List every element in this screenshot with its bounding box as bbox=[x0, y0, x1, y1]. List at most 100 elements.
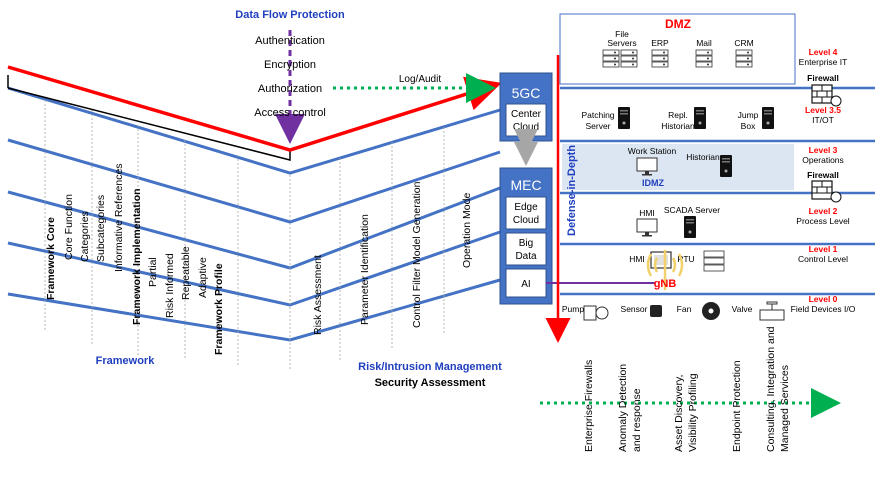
work-station-label: Work Station bbox=[628, 146, 677, 156]
security-assessment-label: Security Assessment bbox=[375, 377, 486, 389]
services: Enterprise Firewalls Anomaly Detection a… bbox=[583, 326, 791, 452]
framework-core-item: Core Function bbox=[63, 194, 75, 260]
idmz-label: IDMZ bbox=[642, 178, 664, 188]
level-id: Level 2 bbox=[809, 206, 838, 216]
service-line: Consulting, Integration and bbox=[765, 326, 777, 452]
v-line bbox=[7, 138, 501, 224]
fan-icon bbox=[702, 302, 720, 320]
level0-devices: Pump Sensor Fan Valve bbox=[562, 301, 785, 321]
level-labels: Level 4 Enterprise IT Firewall Level 3.5… bbox=[791, 47, 856, 314]
pump-label: Pump bbox=[562, 304, 584, 314]
framework-core-item: Subcategories bbox=[95, 195, 107, 262]
risk-item: Operation Mode bbox=[461, 193, 473, 268]
repl-line1: Repl. bbox=[668, 110, 688, 120]
firewall-label: Firewall bbox=[807, 170, 839, 180]
jump-line1: Jump bbox=[738, 110, 759, 120]
hmi-label: HMI bbox=[639, 208, 655, 218]
file-servers-line1: File bbox=[615, 29, 629, 39]
monitor-icon bbox=[636, 218, 658, 237]
server-icon bbox=[695, 49, 713, 68]
server-icon bbox=[620, 49, 638, 68]
jump-line2: Box bbox=[741, 121, 756, 131]
dashed-separators bbox=[44, 100, 445, 370]
black-v-line bbox=[7, 87, 291, 161]
framework-label: Framework bbox=[96, 355, 156, 367]
service-line: Asset Discovery, bbox=[673, 375, 685, 452]
level-name: Operations bbox=[802, 155, 844, 165]
framework-core-item: Informative References bbox=[113, 163, 125, 272]
framework-impl-item: Adaptive bbox=[197, 257, 209, 298]
level-id: Level 3.5 bbox=[805, 105, 841, 115]
framework-core-item: Categories bbox=[79, 211, 91, 262]
pump-icon bbox=[583, 305, 609, 321]
big-data-line1: Big bbox=[519, 238, 533, 249]
encryption-label: Encryption bbox=[264, 59, 316, 71]
framework-core-title: Framework Core bbox=[45, 217, 57, 300]
defense-in-depth-label: Defense-in-Depth bbox=[566, 145, 578, 236]
data-flow-protection-title: Data Flow Protection bbox=[235, 9, 345, 21]
service-item: Endpoint Protection bbox=[731, 360, 743, 452]
framework-impl-item: Repeatable bbox=[180, 246, 192, 300]
service-line: and response bbox=[631, 388, 643, 452]
crm-label: CRM bbox=[734, 38, 753, 48]
sensor-icon bbox=[650, 305, 662, 317]
5gc-title: 5GC bbox=[512, 85, 541, 101]
level2-devices: HMI SCADA Server bbox=[636, 205, 720, 238]
level-name: Enterprise IT bbox=[799, 57, 848, 67]
fan-label: Fan bbox=[677, 304, 692, 314]
red-flow-arrow bbox=[7, 65, 502, 152]
edge-cloud-line1: Edge bbox=[514, 202, 538, 213]
edge-cloud-line2: Cloud bbox=[513, 215, 539, 226]
service-line: Visibility Profiling bbox=[687, 373, 699, 452]
level-id: Level 0 bbox=[809, 294, 838, 304]
firewall-label: Firewall bbox=[807, 73, 839, 83]
v-line bbox=[7, 86, 501, 175]
service-line: Anomaly Detection bbox=[617, 364, 629, 452]
framework-impl-item: Partial bbox=[147, 257, 159, 287]
service-item: Enterprise Firewalls bbox=[583, 360, 595, 452]
5gc-box: 5GC Center Cloud bbox=[499, 72, 553, 142]
service-line: Managed Services bbox=[779, 365, 791, 452]
level-id: Level 3 bbox=[809, 145, 838, 155]
idmz-devices: Work Station Historian IDMZ bbox=[628, 146, 732, 188]
level35-devices: Patching Server Repl. Historian Jump Box bbox=[581, 107, 774, 131]
framework-texts: Framework Core Core Function Categories … bbox=[45, 163, 225, 355]
erp-label: ERP bbox=[651, 38, 669, 48]
v-line bbox=[7, 278, 501, 342]
framework-impl-title: Framework Implementation bbox=[131, 188, 143, 325]
mec-title: MEC bbox=[510, 177, 541, 193]
historian-label: Historian bbox=[686, 152, 720, 162]
server-tower-icon bbox=[684, 216, 696, 238]
dmz-box bbox=[559, 13, 796, 85]
hmi-label: HMI bbox=[629, 254, 645, 264]
authorization-label: Authorization bbox=[258, 83, 322, 95]
framework-profile-title: Framework Profile bbox=[213, 263, 225, 355]
level-name: Control Level bbox=[798, 254, 848, 264]
risk-item: Risk Assessment bbox=[312, 255, 324, 335]
idmz-area bbox=[562, 144, 794, 190]
sensor-label: Sensor bbox=[621, 304, 648, 314]
gnb-antenna-icon bbox=[646, 250, 684, 290]
firewall-icon bbox=[811, 84, 842, 107]
server-icon bbox=[735, 49, 753, 68]
server-icon bbox=[651, 49, 669, 68]
log-audit-label: Log/Audit bbox=[399, 74, 441, 85]
risk-management-label: Risk/Intrusion Management bbox=[358, 361, 502, 373]
valve-icon bbox=[759, 301, 785, 321]
rtu-label: RTU bbox=[677, 254, 694, 264]
mail-label: Mail bbox=[696, 38, 712, 48]
framework-impl-item: Risk Informed bbox=[164, 253, 176, 318]
file-servers-line2: Servers bbox=[607, 38, 636, 48]
dmz-servers: File Servers ERP Mail CRM bbox=[602, 29, 754, 68]
level-name: Field Devices I/O bbox=[791, 304, 856, 314]
center-cloud-line2: Cloud bbox=[513, 122, 539, 133]
ai-label: AI bbox=[521, 279, 530, 290]
mec-box: MEC Edge Cloud Big Data AI bbox=[499, 167, 553, 305]
valve-label: Valve bbox=[732, 304, 753, 314]
authentication-label: Authentication bbox=[255, 35, 325, 47]
access-control-label: Access control bbox=[254, 107, 326, 119]
server-tower-icon bbox=[618, 107, 630, 129]
risk-texts: Risk Assessment Parameter Identification… bbox=[312, 181, 473, 335]
